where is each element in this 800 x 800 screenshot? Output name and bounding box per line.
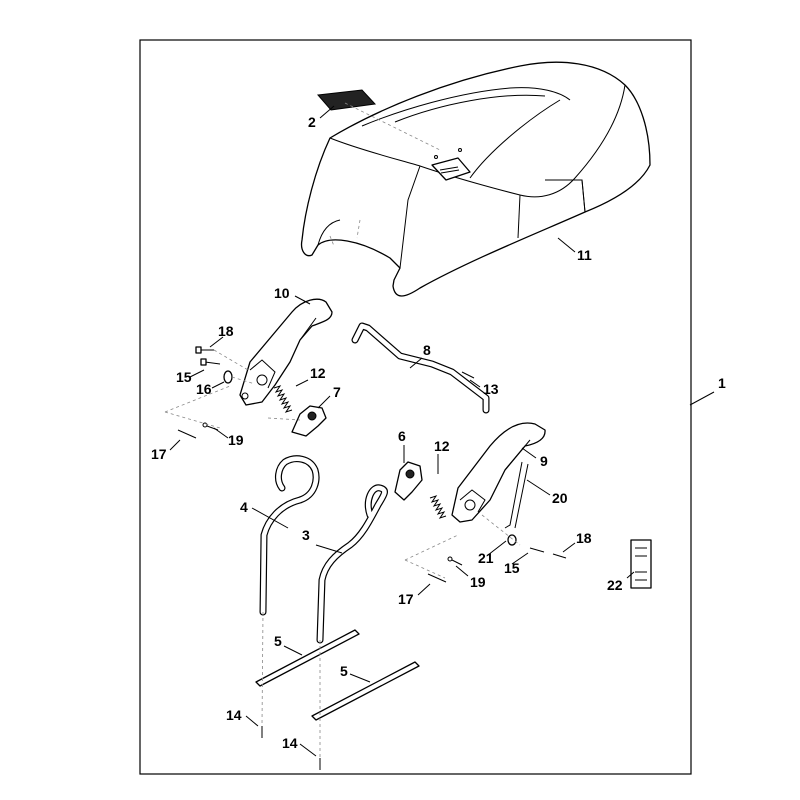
part-18-screw-right — [552, 553, 567, 559]
part-16-washer — [223, 370, 233, 384]
callout-3: 3 — [302, 527, 310, 543]
assembly-frame — [139, 39, 692, 775]
callout-21: 21 — [478, 550, 494, 566]
callout-22: 22 — [607, 577, 623, 593]
callout-19-right: 19 — [470, 574, 486, 590]
callout-20: 20 — [552, 490, 568, 506]
callout-12-left: 12 — [310, 365, 326, 381]
part-15-pin-right — [529, 547, 545, 553]
callout-15-right: 15 — [504, 560, 520, 576]
part-13-pin — [461, 371, 475, 379]
part-18-screw-left — [195, 346, 214, 354]
part-5-channel-left — [255, 629, 360, 687]
callout-14-left: 14 — [226, 707, 242, 723]
callout-6: 6 — [398, 428, 406, 444]
part-6-right-latch — [394, 461, 423, 501]
callout-9: 9 — [540, 453, 548, 469]
callout-17-left: 17 — [151, 446, 167, 462]
part-11-cover-hood — [300, 61, 651, 297]
callout-18-right: 18 — [576, 530, 592, 546]
part-12-spring-left — [273, 385, 293, 413]
callout-4: 4 — [240, 499, 248, 515]
callout-2: 2 — [308, 114, 316, 130]
part-2-label-plate — [317, 89, 377, 111]
part-4-left-arm — [259, 455, 320, 616]
callout-17-right: 17 — [398, 591, 414, 607]
callout-18-left: 18 — [218, 323, 234, 339]
callout-14-right: 14 — [282, 735, 298, 751]
callout-12-right: 12 — [434, 438, 450, 454]
part-9-right-hinge-bracket — [451, 422, 546, 523]
part-7-left-latch — [291, 405, 327, 437]
part-12-spring-right — [429, 495, 447, 519]
callout-8: 8 — [423, 342, 431, 358]
part-17-pin-left — [177, 429, 197, 439]
part-3-right-arm — [316, 484, 388, 644]
callout-5-upper: 5 — [274, 633, 282, 649]
callout-10: 10 — [274, 285, 290, 301]
callout-1: 1 — [718, 375, 726, 391]
part-10-left-hinge-bracket — [239, 298, 333, 406]
callout-15-left: 15 — [176, 369, 192, 385]
callout-5-lower: 5 — [340, 663, 348, 679]
part-20-spring-wire — [504, 461, 529, 529]
part-17-pin-right — [427, 573, 447, 583]
part-19-split-pin-right — [447, 556, 463, 566]
leader-lines — [169, 105, 715, 757]
part-22-sticker — [630, 539, 652, 589]
callout-7: 7 — [333, 384, 341, 400]
callout-labels: 1 2 3 4 5 5 6 7 8 9 10 11 12 12 13 14 14… — [151, 114, 726, 751]
callout-19-left: 19 — [228, 432, 244, 448]
callout-16: 16 — [196, 381, 212, 397]
part-8-rod — [351, 322, 490, 414]
part-21-washer — [507, 534, 517, 546]
callout-13: 13 — [483, 381, 499, 397]
callout-11: 11 — [577, 247, 592, 263]
part-5-channel-right — [311, 661, 420, 721]
part-15-pin-left — [200, 358, 221, 366]
